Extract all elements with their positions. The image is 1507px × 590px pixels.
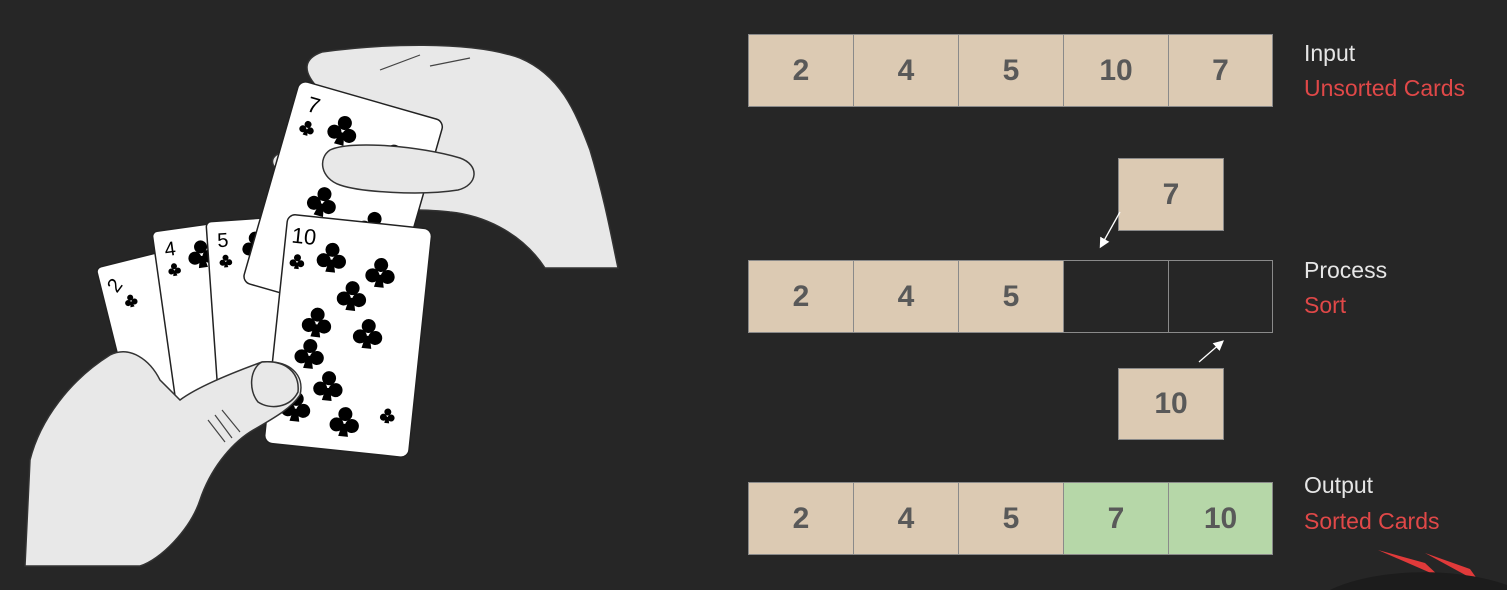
input-title: Input — [1304, 40, 1356, 66]
process-subtitle: Sort — [1304, 292, 1347, 318]
bottom-thumbnail — [250, 361, 299, 408]
moving-card-bottom: 10 — [1118, 368, 1224, 440]
output-cell: 4 — [853, 482, 959, 555]
hands-holding-cards-illustration: 2 4 5 7 10 — [24, 44, 619, 567]
output-cell-sorted: 7 — [1063, 482, 1169, 555]
output-subtitle: Sorted Cards — [1304, 508, 1440, 534]
brand-logo-mark — [1330, 550, 1507, 590]
process-cell: 4 — [853, 260, 959, 333]
process-cell: 2 — [748, 260, 854, 333]
card-10: 10 — [264, 214, 433, 458]
output-title: Output — [1304, 472, 1374, 498]
card-4-rank: 4 — [163, 238, 177, 261]
arrow-up-right — [1198, 340, 1224, 363]
process-empty-slot — [1168, 260, 1273, 333]
input-cell: 5 — [958, 34, 1064, 107]
process-empty-slot — [1063, 260, 1169, 333]
input-cell: 2 — [748, 34, 854, 107]
card-5-rank: 5 — [217, 230, 230, 253]
input-cell: 7 — [1168, 34, 1273, 107]
output-cell: 5 — [958, 482, 1064, 555]
input-cell: 10 — [1063, 34, 1169, 107]
output-cell-sorted: 10 — [1168, 482, 1273, 555]
input-cell: 4 — [853, 34, 959, 107]
card-10-rank: 10 — [291, 223, 318, 250]
process-title: Process — [1304, 257, 1388, 283]
moving-card-top: 7 — [1118, 158, 1224, 231]
top-thumb — [321, 144, 475, 194]
output-cell: 2 — [748, 482, 854, 555]
input-subtitle: Unsorted Cards — [1304, 75, 1466, 101]
process-cell: 5 — [958, 260, 1064, 333]
